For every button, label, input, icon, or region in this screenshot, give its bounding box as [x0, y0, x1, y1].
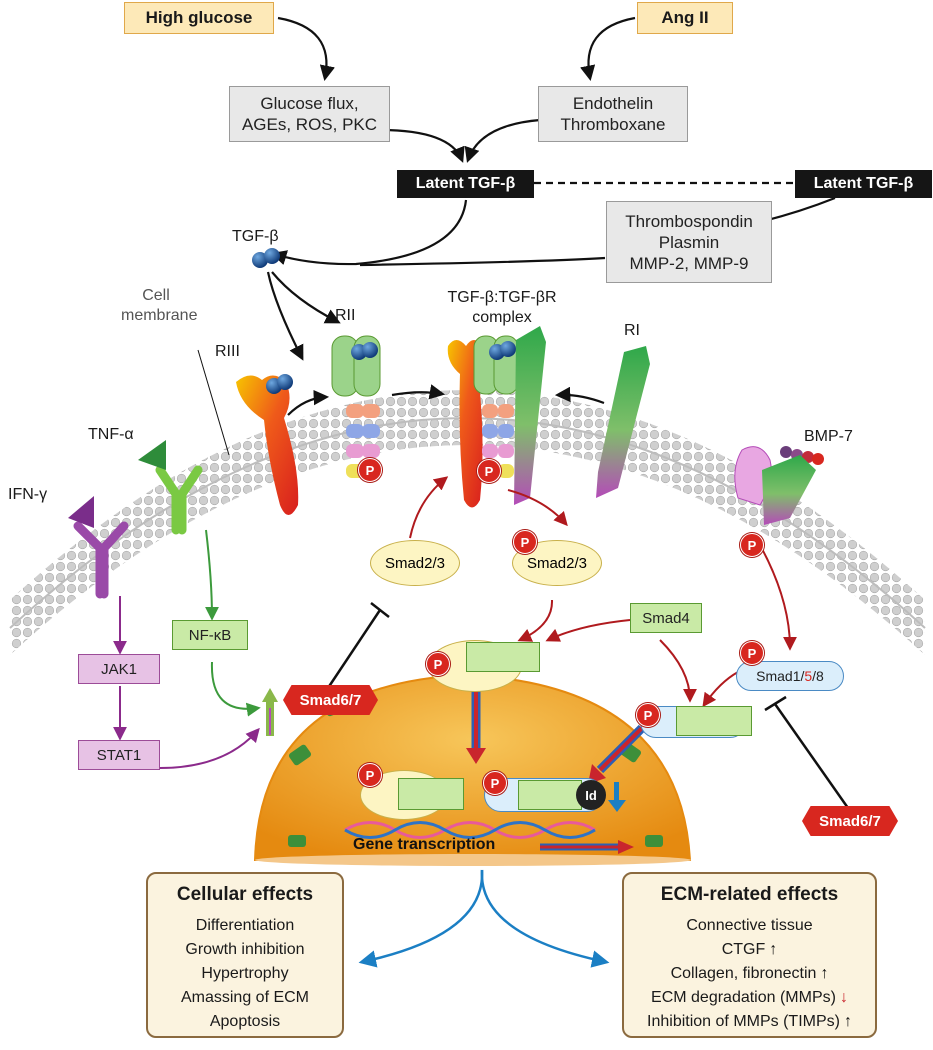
cellular-effect-item: Growth inhibition: [185, 941, 305, 958]
glucose-mediators-box: Glucose flux, AGEs, ROS, PKC: [229, 86, 390, 142]
ecm-effect-item: ECM degradation (MMPs)↓: [624, 986, 875, 1010]
signaling-arrows: [113, 476, 797, 769]
phospho-badge: P: [426, 652, 450, 676]
smad158-suffix: /8: [812, 668, 824, 684]
phospho-badge: P: [740, 641, 764, 665]
nucleus: [253, 673, 692, 866]
inhibition-lines: [326, 602, 857, 819]
rii-label: RII: [335, 307, 356, 324]
mediator-line: Thromboxane: [560, 115, 666, 134]
cellular-effects-title: Cellular effects: [176, 884, 314, 905]
rii-receptor: [331, 335, 381, 478]
mediator-line: AGEs, ROS, PKC: [241, 115, 378, 134]
ecm-effect-item: CTGF↑: [624, 938, 875, 962]
nfkb-box: NF-κB: [172, 620, 248, 650]
phospho-badge: P: [513, 530, 537, 554]
cell-membrane-label: Cell membrane: [121, 286, 198, 326]
smad67-right: Smad6/7: [802, 806, 898, 836]
bmp-receptor: [734, 446, 816, 525]
smad67-left: Smad6/7: [283, 685, 378, 715]
complex-line: TGF-β:TGF-βR: [447, 289, 557, 306]
cell-membrane-line: membrane: [121, 307, 198, 324]
tnf-receptor: [138, 440, 203, 535]
latent-tgf-beta-box-right: Latent TGF-β: [795, 170, 932, 198]
mediator-line: Glucose flux,: [260, 94, 359, 113]
tgf-receptor-complex: [447, 326, 546, 508]
increase-arrow-icon: ↑: [843, 1013, 852, 1030]
id-gene-badge: Id: [576, 780, 606, 810]
nuclear-smad4-bmp: [518, 780, 582, 810]
bmp7-label: BMP-7: [804, 428, 853, 445]
cellular-effect-item: Amassing of ECM: [180, 989, 310, 1006]
ang-ii-box: Ang II: [637, 2, 733, 34]
dna-helix: [344, 821, 596, 839]
tgf-activators-box: Thrombospondin Plasmin MMP-2, MMP-9: [606, 201, 772, 283]
ifn-receptor: [68, 496, 129, 599]
ecm-effect-text: Collagen, fibronectin: [670, 965, 817, 982]
smad4-in-complex: [466, 642, 540, 672]
smad23-unphosphorylated: Smad2/3: [370, 540, 460, 586]
complex-line: complex: [472, 309, 532, 326]
ecm-effect-text: Inhibition of MMPs (TIMPs): [647, 1013, 840, 1030]
ecm-effect-text: CTGF: [721, 941, 766, 958]
phospho-badge: P: [358, 458, 382, 482]
complex-label: TGF-β:TGF-βR complex: [442, 288, 562, 328]
cellular-effects-box: Cellular effects Differentiation Growth …: [146, 872, 344, 1038]
ecm-effect-item: Inhibition of MMPs (TIMPs)↑: [624, 1010, 875, 1034]
tgf-beta-label: TGF-β: [232, 228, 279, 245]
effect-arrows: [358, 869, 610, 968]
ecm-effect-text: ECM degradation (MMPs): [651, 989, 836, 1006]
smad158-prefix: Smad1/: [756, 668, 805, 684]
increase-arrow-icon: ↑: [769, 941, 778, 958]
stat1-box: STAT1: [78, 740, 160, 770]
nuclear-translocation-arrows: [466, 690, 646, 854]
ri-receptor: [596, 346, 650, 498]
decrease-arrow-icon: ↓: [839, 989, 848, 1006]
jak1-box: JAK1: [78, 654, 160, 684]
upregulation-arrow: [262, 688, 278, 736]
mediator-line: Endothelin: [572, 94, 654, 113]
angii-mediators-box: Endothelin Thromboxane: [538, 86, 688, 142]
smad158-box: Smad1/5/8: [736, 661, 844, 691]
ecm-effect-item: Collagen, fibronectin↑: [624, 962, 875, 986]
riii-label: RIII: [215, 343, 240, 360]
phospho-badge: P: [740, 533, 764, 557]
tnf-alpha-label: TNF-α: [88, 426, 134, 443]
increase-arrow-icon: ↑: [820, 965, 829, 982]
phospho-badge: P: [483, 771, 507, 795]
cellular-effect-item: Hypertrophy: [201, 965, 289, 982]
phospho-badge: P: [358, 763, 382, 787]
cellular-effect-item: Differentiation: [195, 917, 295, 934]
phospho-badge: P: [477, 459, 501, 483]
activator-item: Plasmin: [658, 232, 720, 252]
latent-tgf-beta-box: Latent TGF-β: [397, 170, 534, 198]
ecm-effect-text: Connective tissue: [686, 917, 813, 934]
cell-membrane-line: Cell: [142, 287, 170, 304]
ecm-effect-item: Connective tissue: [624, 914, 875, 938]
cellular-effect-item: Apoptosis: [209, 1013, 281, 1030]
smad4-in-bmp-complex: [676, 706, 752, 736]
ri-label: RI: [624, 322, 640, 339]
smad158-five: 5: [804, 668, 813, 684]
activator-item: MMP-2, MMP-9: [629, 253, 749, 273]
tgf-beta-ligand-free: [252, 248, 280, 268]
ecm-effects-title: ECM-related effects: [660, 884, 839, 905]
smad4-box: Smad4: [630, 603, 702, 633]
ifn-gamma-label: IFN-γ: [8, 486, 48, 503]
nuclear-smad4: [398, 778, 464, 810]
high-glucose-box: High glucose: [124, 2, 274, 34]
gene-transcription-label: Gene transcription: [353, 836, 496, 853]
riii-receptor: [236, 374, 299, 515]
activator-item: Thrombospondin: [625, 211, 753, 231]
phospho-badge: P: [636, 703, 660, 727]
